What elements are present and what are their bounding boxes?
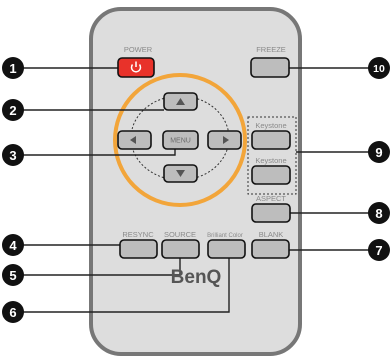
- keystone-down-label: Keystone: [255, 156, 286, 165]
- callout-8: 8: [368, 202, 390, 224]
- callout-1: 1: [2, 57, 24, 79]
- svg-text:4: 4: [9, 238, 17, 253]
- svg-text:6: 6: [9, 305, 16, 320]
- freeze-label: FREEZE: [256, 45, 286, 54]
- callout-4: 4: [2, 234, 24, 256]
- power-label: POWER: [124, 45, 153, 54]
- left-arrow-icon: [130, 136, 136, 144]
- aspect-label: ASPECT: [256, 194, 286, 203]
- callout-2: 2: [2, 99, 24, 121]
- right-arrow-icon: [223, 136, 229, 144]
- blank-label: BLANK: [259, 230, 284, 239]
- source-button[interactable]: [161, 239, 200, 259]
- svg-text:3: 3: [9, 148, 16, 163]
- power-button[interactable]: [117, 57, 155, 78]
- callout-5: 5: [2, 264, 24, 286]
- menu-label: MENU: [170, 138, 191, 145]
- down-arrow-icon: [176, 170, 185, 177]
- keystone-group-box: [247, 116, 297, 195]
- menu-button[interactable]: [162, 130, 199, 150]
- callout-10: 10: [368, 57, 390, 79]
- nav-ring: [113, 73, 247, 207]
- svg-text:7: 7: [375, 243, 382, 258]
- brilliant-color-button[interactable]: [207, 239, 246, 259]
- freeze-button[interactable]: [250, 57, 290, 78]
- svg-text:8: 8: [375, 206, 382, 221]
- callout-3: 3: [2, 144, 24, 166]
- blank-button[interactable]: [251, 239, 290, 259]
- keystone-up-button[interactable]: [251, 130, 291, 150]
- callout-6: 6: [2, 301, 24, 323]
- svg-text:10: 10: [373, 63, 385, 75]
- resync-label: RESYNC: [122, 230, 154, 239]
- source-label: SOURCE: [164, 230, 196, 239]
- power-icon: [130, 61, 142, 73]
- svg-text:9: 9: [375, 145, 382, 160]
- keystone-down-button[interactable]: [251, 165, 291, 185]
- callout-9: 9: [368, 141, 390, 163]
- callout-7: 7: [368, 239, 390, 261]
- keystone-up-label: Keystone: [255, 121, 286, 130]
- aspect-button[interactable]: [251, 203, 291, 223]
- up-arrow-icon: [176, 98, 185, 105]
- svg-text:5: 5: [9, 268, 16, 283]
- resync-button[interactable]: [119, 239, 158, 259]
- brilliant-color-label: Brilliant Color: [207, 233, 243, 239]
- svg-text:2: 2: [9, 103, 16, 118]
- svg-text:1: 1: [9, 61, 16, 76]
- brand-logo: BenQ: [171, 267, 222, 288]
